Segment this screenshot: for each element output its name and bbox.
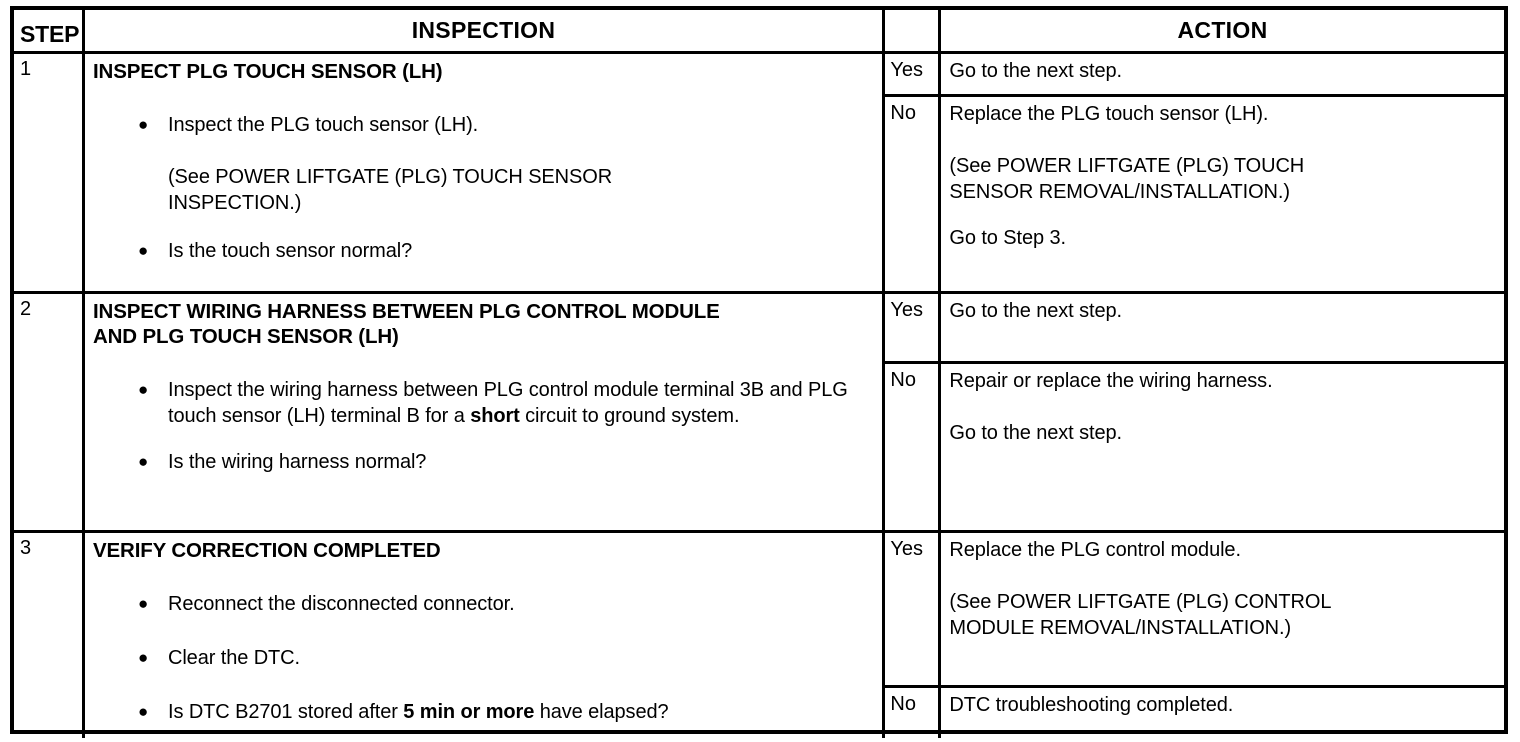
bullet-dot-icon: ● [138, 648, 149, 667]
cell-action-group: Go to the next step. Repair or replace t… [941, 294, 1504, 530]
inspection-title: INSPECT PLG TOUCH SENSOR (LH) [93, 60, 443, 83]
action-line: Replace the PLG touch sensor (LH). [949, 103, 1269, 125]
bullet-dot-icon: ● [138, 594, 149, 613]
header-cell-step: STEP [14, 10, 85, 51]
action-line: (See POWER LIFTGATE (PLG) TOUCH [949, 155, 1305, 177]
cell-action-group: Go to the next step. Replace the PLG tou… [941, 54, 1504, 291]
troubleshooting-table: STEP INSPECTION ACTION 1 INSPECT PLG TOU… [10, 6, 1508, 738]
inspection-bullet: ● Reconnect the disconnected connector. [93, 591, 874, 617]
inspection-bullet: ● Is DTC B2701 stored after 5 min or mor… [93, 699, 874, 725]
bullet-dot-icon: ● [138, 241, 149, 260]
inspection-bullet-text-part1: Is DTC B2701 stored after [168, 701, 404, 723]
inspection-bullet: ● Is the touch sensor normal? [93, 238, 874, 264]
action-cell-yes: Replace the PLG control module. (See POW… [941, 533, 1504, 688]
inspection-bullet-text-bold: 5 min or more [403, 701, 535, 723]
cell-inspection: INSPECT WIRING HARNESS BETWEEN PLG CONTR… [85, 294, 886, 530]
action-cell-no: DTC troubleshooting completed. [941, 688, 1504, 735]
action-line: (See POWER LIFTGATE (PLG) CONTROL [949, 591, 1332, 613]
step-number: 1 [20, 58, 32, 80]
inspection-bullet-text-part2: circuit to ground system. [519, 405, 740, 427]
inspection-bullet-text-part1: Inspect the wiring harness between PLG c… [168, 379, 848, 427]
table-row: 3 VERIFY CORRECTION COMPLETED ● Reconnec… [14, 533, 1504, 738]
action-line: Repair or replace the wiring harness. [949, 370, 1273, 392]
header-right-group: ACTION [885, 10, 1504, 51]
result-label-yes: Yes [885, 294, 939, 364]
result-label-no: No [890, 102, 916, 124]
result-label-yes: Yes [885, 533, 939, 688]
cell-step-number: 3 [14, 533, 85, 738]
inspection-title: INSPECT WIRING HARNESS BETWEEN PLG CONTR… [93, 300, 720, 323]
inspection-bullet-text: Is the touch sensor normal? [168, 240, 413, 262]
cell-step-number: 2 [14, 294, 85, 530]
cell-yesno-group: Yes No [885, 294, 942, 530]
inspection-bullet: ● Inspect the wiring harness between PLG… [93, 377, 874, 429]
inspection-note-line: INSPECTION.) [168, 192, 302, 214]
action-cell-no: Replace the PLG touch sensor (LH). (See … [941, 97, 1504, 291]
cell-inspection: INSPECT PLG TOUCH SENSOR (LH) ● Inspect … [85, 54, 886, 291]
action-line: Go to the next step. [949, 300, 1122, 322]
header-cell-action: ACTION [1177, 17, 1268, 43]
cell-inspection: VERIFY CORRECTION COMPLETED ● Reconnect … [85, 533, 886, 738]
bullet-dot-icon: ● [138, 452, 149, 471]
header-cell-yesno-blank [885, 10, 941, 51]
action-cell-yes: Go to the next step. [941, 54, 1504, 97]
result-label-yes: Yes [885, 54, 939, 97]
inspection-bullet-text: Inspect the PLG touch sensor (LH). [168, 114, 479, 136]
inspection-title: VERIFY CORRECTION COMPLETED [93, 539, 441, 562]
cell-yesno-group: Yes No [885, 54, 942, 291]
action-line: Go to the next step. [949, 422, 1122, 444]
action-line: Replace the PLG control module. [949, 539, 1241, 561]
action-cell-no: Repair or replace the wiring harness. Go… [941, 364, 1504, 530]
action-line: SENSOR REMOVAL/INSTALLATION.) [949, 181, 1290, 203]
bullet-dot-icon: ● [138, 115, 149, 134]
action-line: Go to Step 3. [949, 227, 1066, 249]
step-number: 3 [20, 537, 32, 559]
inspection-bullet: ● Is the wiring harness normal? [93, 449, 874, 475]
cell-yesno-group: Yes No [885, 533, 942, 738]
result-label-no: No [890, 693, 916, 715]
inspection-bullet-text-part2: have elapsed? [534, 701, 669, 723]
inspection-bullet-text: Is the wiring harness normal? [168, 451, 427, 473]
bullet-dot-icon: ● [138, 702, 149, 721]
inspection-title: AND PLG TOUCH SENSOR (LH) [93, 325, 399, 348]
action-line: DTC troubleshooting completed. [949, 694, 1234, 716]
table-row: 1 INSPECT PLG TOUCH SENSOR (LH) ● Inspec… [14, 54, 1504, 294]
inspection-bullet: ● Clear the DTC. [93, 645, 874, 671]
result-label-no: No [890, 369, 916, 391]
cell-action-group: Replace the PLG control module. (See POW… [941, 533, 1504, 738]
inspection-bullet-text-bold: short [470, 405, 520, 427]
header-cell-inspection: INSPECTION [85, 10, 885, 51]
inspection-bullet-text: Reconnect the disconnected connector. [168, 593, 515, 615]
bullet-dot-icon: ● [138, 380, 149, 399]
table-row: 2 INSPECT WIRING HARNESS BETWEEN PLG CON… [14, 294, 1504, 533]
inspection-bullet-text: Clear the DTC. [168, 647, 300, 669]
action-line: MODULE REMOVAL/INSTALLATION.) [949, 617, 1292, 639]
inspection-bullet: ● Inspect the PLG touch sensor (LH). [93, 112, 874, 138]
table-header-row: STEP INSPECTION ACTION [14, 10, 1504, 54]
cell-step-number: 1 [14, 54, 85, 291]
inspection-note-line: (See POWER LIFTGATE (PLG) TOUCH SENSOR [168, 166, 613, 188]
action-line: Go to the next step. [949, 60, 1122, 82]
step-number: 2 [20, 298, 32, 320]
action-cell-yes: Go to the next step. [941, 294, 1504, 364]
